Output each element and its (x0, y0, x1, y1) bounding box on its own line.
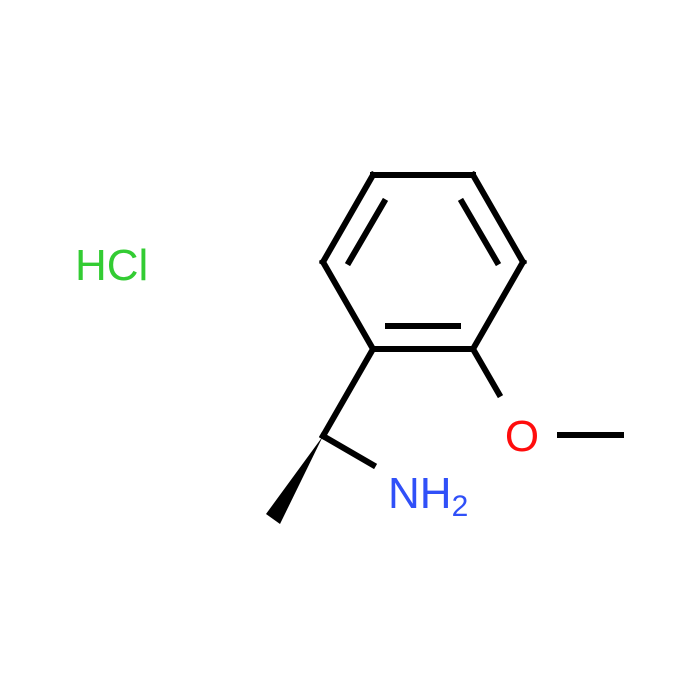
benzene-ring (318, 170, 528, 354)
ring-bond-top-right (468, 170, 528, 267)
hcl-salt-label: HCl (75, 241, 148, 290)
ring-double-bond-inner-right (457, 197, 502, 267)
bond-ring-to-oxygen (468, 344, 504, 399)
wedge-bond-methyl (266, 436, 323, 524)
ring-double-bond-inner-left (344, 197, 389, 267)
bond-chiral-carbon-to-amine (318, 431, 378, 470)
amine-subscript: 2 (452, 490, 469, 523)
amine-atom-label: NH2 (388, 469, 468, 523)
amine-main-text: NH (388, 469, 452, 518)
ring-bond-bottom-right (468, 257, 528, 354)
ring-bond-top-left (318, 170, 378, 267)
bond-ring-to-chiral-carbon (318, 344, 378, 441)
ring-bond-bottom-left (318, 257, 378, 354)
oxygen-atom-label: O (505, 412, 539, 461)
